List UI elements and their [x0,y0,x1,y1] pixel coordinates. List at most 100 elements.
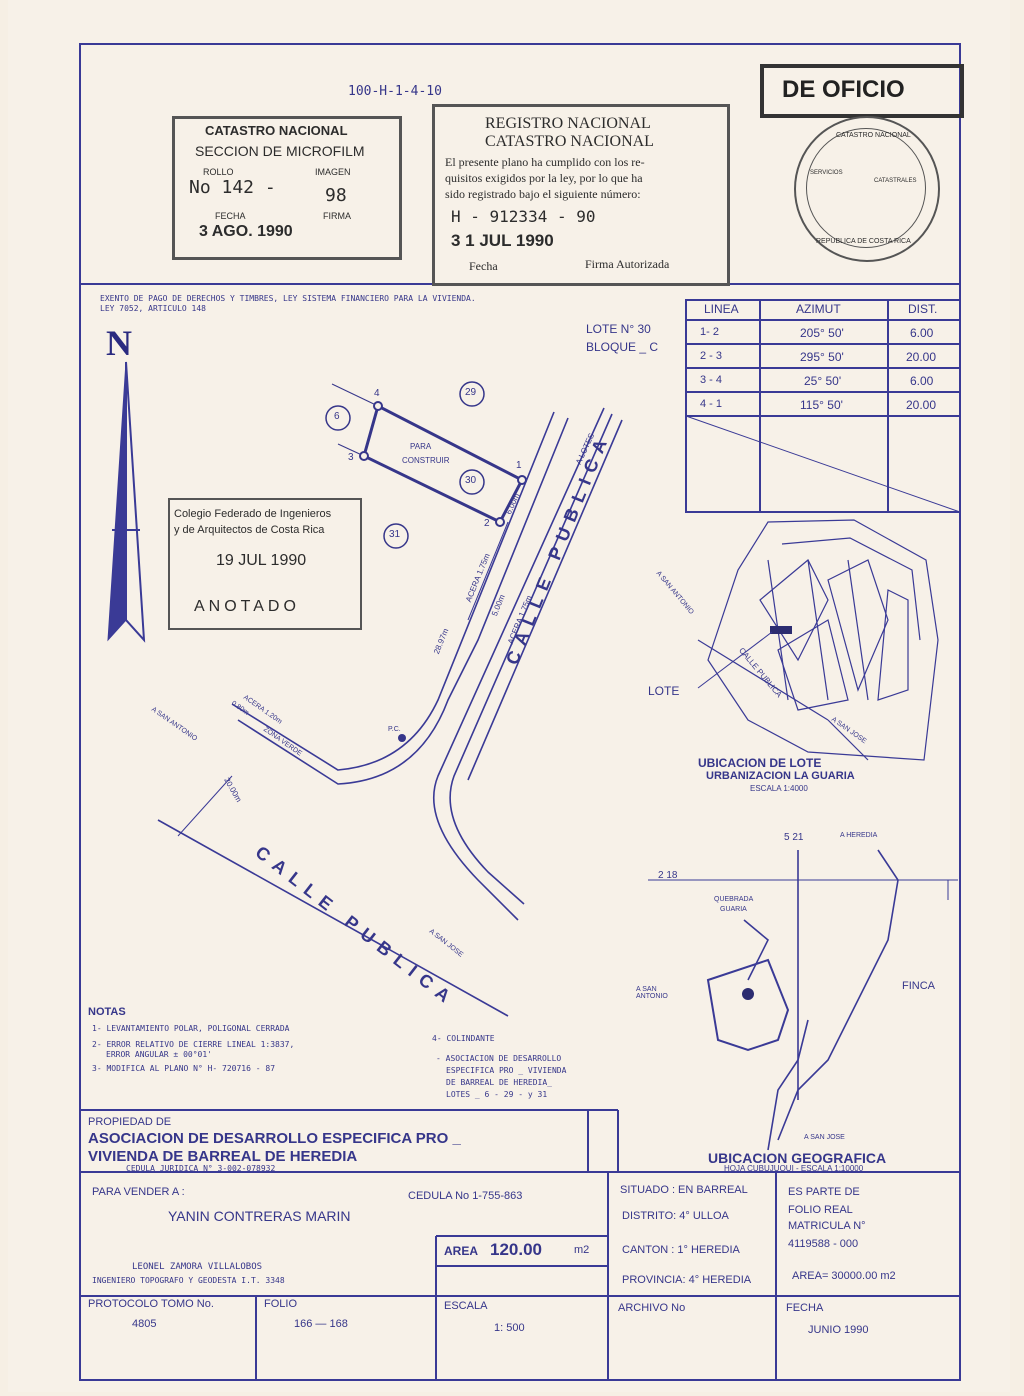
owner-line1: ASOCIACION DE DESARROLLO ESPECIFICA PRO … [88,1130,461,1147]
table-cell: 20.00 [906,350,937,364]
point-3-label: 3 [348,452,354,463]
registro-text3: sido registrado bajo el siguiente número… [445,187,641,201]
registro-text2: quisitos exigidos por la ley, por lo que… [445,171,643,185]
seal-inner-left: SERVICIOS [810,170,843,176]
provincia: PROVINCIA: 4° HEREDIA [622,1274,752,1286]
notas-title: NOTAS [88,1006,126,1018]
colegio-anotado: ANOTADO [194,598,300,615]
nota-2a: 2- ERROR RELATIVO DE CIERRE LINEAL 1:383… [92,1040,295,1049]
geo-521: 5 21 [784,832,804,843]
imagen-label: IMAGEN [315,167,351,177]
area-unit: m2 [574,1244,590,1256]
geo-point [742,988,754,1000]
table-cell: 6.00 [910,374,934,388]
registro-line2: CATASTRO NACIONAL [485,133,654,150]
table-cell: 205° 50' [800,326,844,340]
microfilm-line1: CATASTRO NACIONAL [205,123,348,138]
lot-30-label: 30 [465,475,477,486]
lot-31-label: 31 [389,529,401,540]
north-arrow [107,361,146,643]
table-cell: 25° 50' [804,374,842,388]
table-cell: 295° 50' [800,350,844,364]
matricula: MATRICULA N° [788,1220,866,1232]
lot-29-label: 29 [465,387,477,398]
table-header-dist: DIST. [908,302,938,316]
ubic-lote-label: LOTE [648,684,680,698]
protocolo-value: 4805 [132,1318,157,1330]
colegio-date: 19 JUL 1990 [216,552,307,569]
survey-sheet: 100-H-1-4-10 DE OFICIO CATASTRO NACIONAL… [8,0,1010,1392]
plan-code: 100-H-1-4-10 [348,84,442,99]
table-cell: 2 - 3 [700,350,723,362]
archivo-label: ARCHIVO No [618,1302,686,1314]
lot-marker [770,626,792,634]
imagen-value: 98 [325,185,347,206]
engineer-title: INGENIERO TOPOGRAFO Y GEODESTA I.T. 3348 [92,1276,285,1285]
colindante-line2: ESPECIFICA PRO _ VIVIENDA [446,1066,567,1075]
colindante-line3: DE BARREAL DE HEREDIA_ [446,1078,552,1087]
table-header-azimut: AZIMUT [796,302,841,316]
rollo-label: ROLLO [203,167,234,177]
de-oficio-stamp: DE OFICIO [760,64,964,118]
para-label: PARA [410,442,432,451]
engineer-name: LEONEL ZAMORA VILLALOBOS [132,1262,263,1272]
firma-label: FIRMA [323,211,351,221]
nota-2b: ERROR ANGULAR ± 00°01' [106,1050,212,1059]
geo-guaria: GUARIA [720,906,747,913]
microfilm-stamp: CATASTRO NACIONAL SECCION DE MICROFILM R… [172,116,402,260]
outer-border [79,43,961,1381]
registro-firma-label: Firma Autorizada [585,257,670,271]
registro-stamp: REGISTRO NACIONAL CATASTRO NACIONAL El p… [432,104,730,286]
geo-a-san-jose: A SAN JOSE [804,1134,845,1141]
rollo-value: No 142 - [189,177,276,198]
exento-line1: EXENTO DE PAGO DE DERECHOS Y TIMBRES, LE… [100,294,476,303]
registro-number: H - 912334 - 90 [451,207,596,226]
registro-date: 3 1 JUL 1990 [451,231,554,250]
drawing-lines [79,43,961,1381]
table-cell: 20.00 [906,398,937,412]
point-4-label: 4 [374,388,380,399]
colegio-line2: y de Arquitectos de Costa Rica [174,524,325,536]
point-2-label: 2 [484,518,490,529]
table-cell: 115° 50' [800,398,843,412]
geo-218: 2 18 [658,870,678,881]
folio-real: FOLIO REAL [788,1204,853,1216]
lote-number: LOTE N° 30 [586,322,651,336]
fecha-label: FECHA [786,1302,824,1314]
fecha-value: JUNIO 1990 [808,1324,869,1336]
folio-value: 166 — 168 [294,1318,348,1330]
table-cell: 1- 2 [700,326,719,338]
cedula-juridica: CEDULA JURIDICA N° 3-002-078932 [126,1164,276,1173]
catastro-seal: CATASTRO NACIONAL SERVICIOS CATASTRALES … [794,116,940,262]
buyer-name: YANIN CONTRERAS MARIN [168,1208,351,1224]
geo-quebrada: QUEBRADA [714,896,754,903]
point-1-label: 1 [516,460,522,471]
propiedad-de-label: PROPIEDAD DE [88,1116,172,1128]
area-finca: AREA= 30000.00 m2 [792,1270,896,1282]
lot-6-label: 6 [334,411,340,422]
table-cell: 3 - 4 [700,374,723,386]
registro-line1: REGISTRO NACIONAL [485,115,651,132]
area-label: AREA [444,1244,479,1258]
colegio-stamp: Colegio Federado de Ingenieros y de Arqu… [168,498,362,630]
protocolo-label: PROTOCOLO TOMO No. [88,1298,214,1310]
situado: SITUADO : EN BARREAL [620,1184,748,1196]
fecha-label: FECHA [215,211,246,221]
colindante-title: 4- COLINDANTE [432,1034,495,1043]
pc-point [398,734,406,742]
area-value: 120.00 [490,1240,542,1259]
matricula-value: 4119588 - 000 [788,1238,859,1250]
seal-inner-right: CATASTRALES [874,178,917,184]
cedula-no: CEDULA No 1-755-863 [408,1190,523,1202]
nota-3: 3- MODIFICA AL PLANO N° H- 720716 - 87 [92,1064,276,1073]
lot-location-map [697,519,939,761]
seal-bottom-text: REPUBLICA DE COSTA RICA [816,238,911,245]
colindante-line1: - ASOCIACION DE DESARROLLO [436,1054,562,1063]
bloque-label: BLOQUE _ C [586,340,659,354]
seal-top-text: CATASTRO NACIONAL [836,132,911,139]
registro-fecha-label: Fecha [469,259,498,273]
owner-line2: VIVIENDA DE BARREAL DE HEREDIA [88,1148,358,1165]
ubic-lote-escala: ESCALA 1:4000 [750,784,808,793]
folio-label: FOLIO [264,1298,298,1310]
ubic-lote-title: UBICACION DE LOTE [698,756,822,770]
